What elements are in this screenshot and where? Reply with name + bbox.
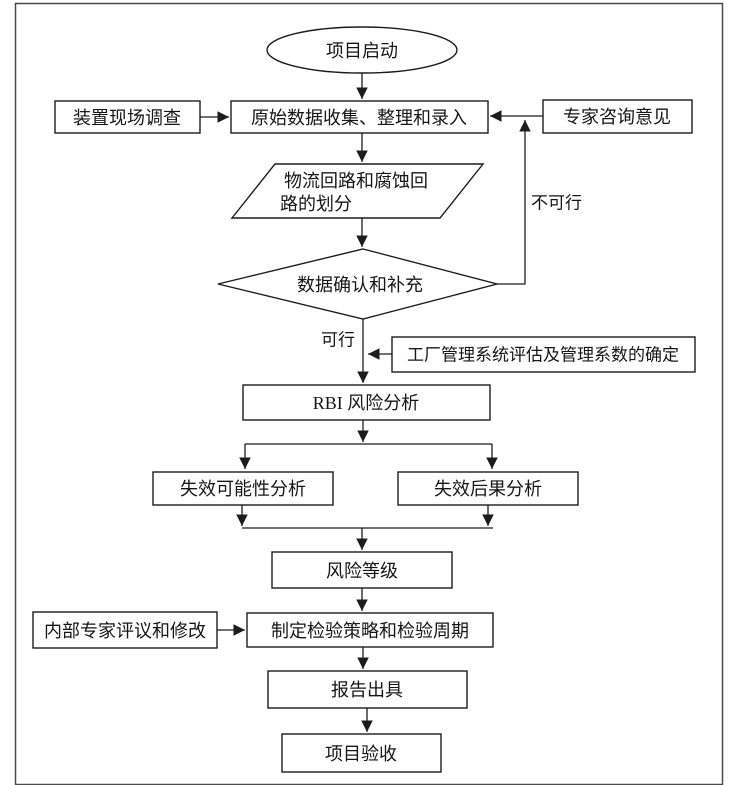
node-review-box xyxy=(32,611,218,649)
edge-infeasible-feedback xyxy=(497,119,531,285)
node-loops-label-line2: 路的划分 xyxy=(280,194,352,214)
node-expert-box xyxy=(542,99,693,134)
node-collect-box xyxy=(230,100,489,134)
node-loops-parallelogram xyxy=(230,163,485,219)
node-pof-box xyxy=(152,471,334,506)
node-survey-label: 装置现场调查 xyxy=(73,108,181,128)
node-confirm-label: 数据确认和补充 xyxy=(297,275,423,295)
node-survey-box xyxy=(54,100,201,134)
node-plan-box xyxy=(246,612,494,648)
node-plan-label: 制定检验策略和检验周期 xyxy=(271,621,469,641)
node-review-label: 内部专家评议和修改 xyxy=(44,621,206,641)
node-start-label: 项目启动 xyxy=(326,41,398,61)
node-risk-label: 风险等级 xyxy=(326,561,398,581)
node-rbi-box xyxy=(242,384,491,421)
node-cof-label: 失效后果分析 xyxy=(434,479,542,499)
node-mgmt-box xyxy=(391,336,696,373)
node-accept-box xyxy=(281,733,442,773)
node-loops-label-line1: 物流回路和腐蚀回 xyxy=(284,171,428,191)
node-risk-box xyxy=(271,551,453,589)
node-confirm-diamond xyxy=(217,248,500,320)
node-cof-box xyxy=(397,471,579,506)
label-feasible: 可行 xyxy=(321,331,355,350)
node-pof-label: 失效可能性分析 xyxy=(180,479,306,499)
node-collect-label: 原始数据收集、整理和录入 xyxy=(251,108,467,128)
node-start-ellipse xyxy=(266,26,458,74)
node-expert-label: 专家咨询意见 xyxy=(563,107,671,127)
label-infeasible: 不可行 xyxy=(531,194,582,213)
node-report-box xyxy=(267,670,468,709)
node-mgmt-label: 工厂管理系统评估及管理系数的确定 xyxy=(407,346,679,365)
node-rbi-label: RBI 风险分析 xyxy=(313,393,420,413)
node-accept-label: 项目验收 xyxy=(325,744,397,764)
node-report-label: 报告出具 xyxy=(331,680,403,700)
